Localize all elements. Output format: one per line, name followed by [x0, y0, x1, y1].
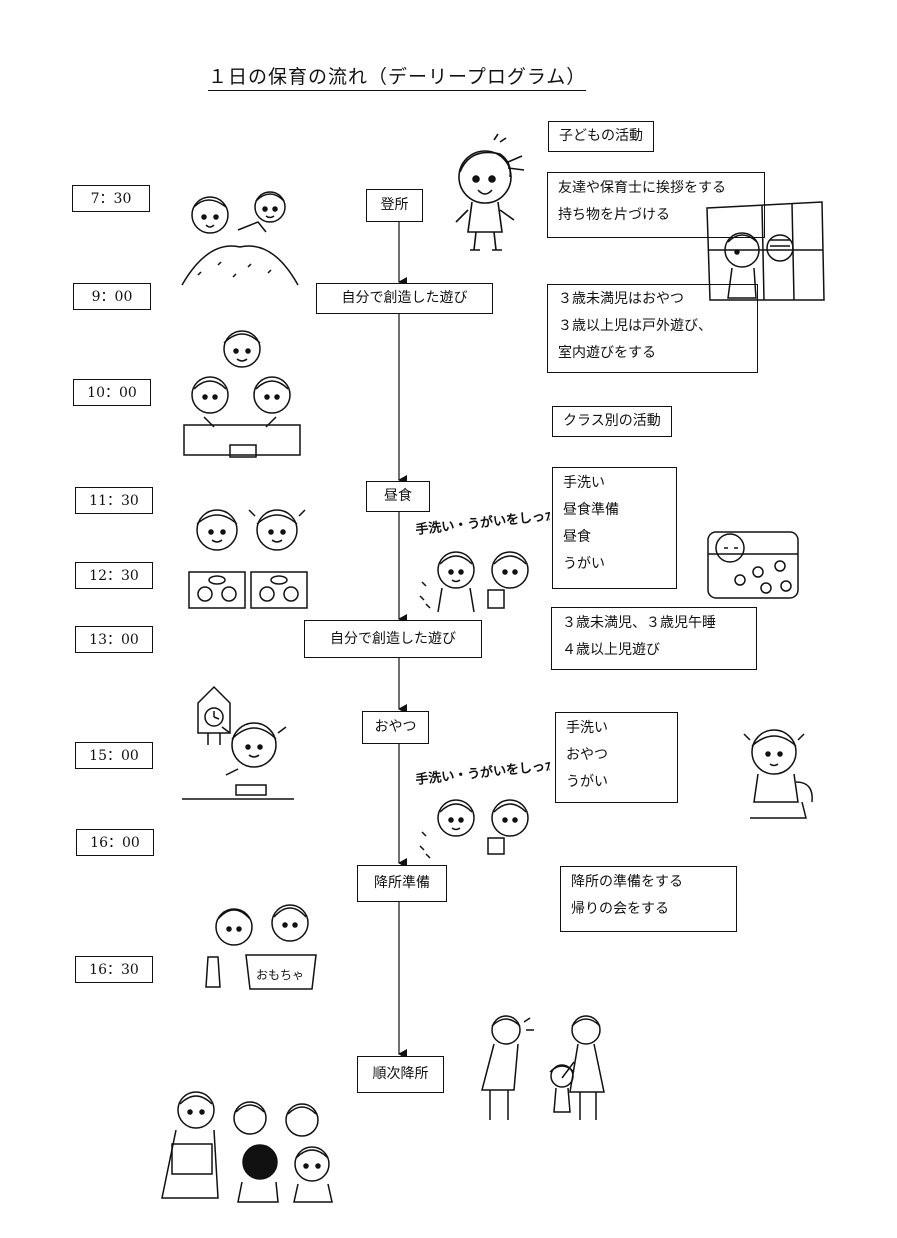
activity-line: 帰りの会をする	[571, 901, 669, 917]
lunch-illustration	[188, 509, 308, 609]
activity-line: 持ち物を片づける	[558, 207, 670, 223]
activity-arrival: 友達や保育士に挨拶をする 持ち物を片づける	[547, 172, 765, 238]
activity-snack: 手洗い おやつ うがい	[555, 712, 678, 803]
activity-line: ３歳以上児は戸外遊び、	[558, 318, 712, 334]
time-1500: 15：00	[75, 742, 153, 769]
step-free-play-afternoon: 自分で創造した遊び	[304, 620, 482, 658]
step-snack: おやつ	[362, 711, 429, 744]
activity-line: おやつ	[566, 747, 608, 763]
time-1230: 12：30	[75, 562, 153, 589]
activity-nap: ３歳未満児、３歳児午睡 ４歳以上児遊び	[551, 607, 757, 670]
time-1630: 16：30	[75, 956, 153, 983]
activity-line: ３歳未満児はおやつ	[558, 291, 684, 307]
step-arrival: 登所	[366, 189, 423, 222]
activity-line: ４歳以上児遊び	[562, 642, 660, 658]
activity-line: 友達や保育士に挨拶をする	[558, 180, 726, 196]
time-1300: 13：00	[75, 626, 153, 653]
crafting-illustration	[183, 330, 301, 458]
handwash-illustration: 手洗い・うがいをしっかり！	[415, 512, 550, 613]
activity-lunch: 手洗い 昼食準備 昼食 うがい	[552, 467, 677, 589]
activity-line: うがい	[566, 774, 608, 790]
pickup-illustration	[481, 1015, 605, 1120]
activity-line: 降所の準備をする	[571, 874, 683, 890]
class-activity-label: クラス別の活動	[552, 406, 672, 437]
activity-line: 室内遊びをする	[558, 345, 656, 361]
time-1600: 16：00	[76, 829, 154, 856]
activity-line: 昼食	[563, 529, 591, 545]
nap-futon-illustration	[707, 531, 799, 599]
toy-cleanup-illustration: おもちゃ	[205, 904, 317, 990]
greeting-girl-illustration	[455, 133, 525, 251]
activity-prepare-leave: 降所の準備をする 帰りの会をする	[560, 866, 737, 932]
page-title: １日の保育の流れ（デーリープログラム）	[208, 62, 587, 91]
time-0900: 9：00	[73, 283, 151, 310]
time-0730: 7：30	[72, 185, 150, 212]
step-prepare-leave: 降所準備	[357, 865, 447, 902]
activity-line: 手洗い	[566, 720, 608, 736]
window-child-illustration	[706, 201, 825, 301]
activity-line: 昼食準備	[563, 502, 619, 518]
step-free-play-morning: 自分で創造した遊び	[316, 283, 493, 314]
potty-child-illustration	[743, 729, 813, 819]
activity-morning: ３歳未満児はおやつ ３歳以上児は戸外遊び、 室内遊びをする	[547, 284, 758, 373]
time-1130: 11：30	[75, 487, 153, 514]
legend-children-activity: 子どもの活動	[548, 121, 654, 152]
handwash-illustration-2: 手洗い・うがいをしっかり！	[415, 762, 550, 859]
step-departure: 順次降所	[357, 1056, 444, 1093]
handwash-caption: 手洗い・うがいをしっかり！	[415, 512, 550, 538]
sand-play-illustration	[181, 191, 299, 286]
activity-line: ３歳未満児、３歳児午睡	[562, 615, 716, 631]
activity-line: 手洗い	[563, 475, 605, 491]
snack-time-illustration	[182, 685, 294, 800]
step-lunch: 昼食	[366, 481, 430, 512]
activity-line: うがい	[563, 556, 605, 572]
toy-box-label: おもちゃ	[256, 968, 304, 982]
time-1000: 10：00	[73, 379, 151, 406]
group-children-illustration	[161, 1091, 333, 1203]
handwash-caption-2: 手洗い・うがいをしっかり！	[415, 762, 550, 788]
